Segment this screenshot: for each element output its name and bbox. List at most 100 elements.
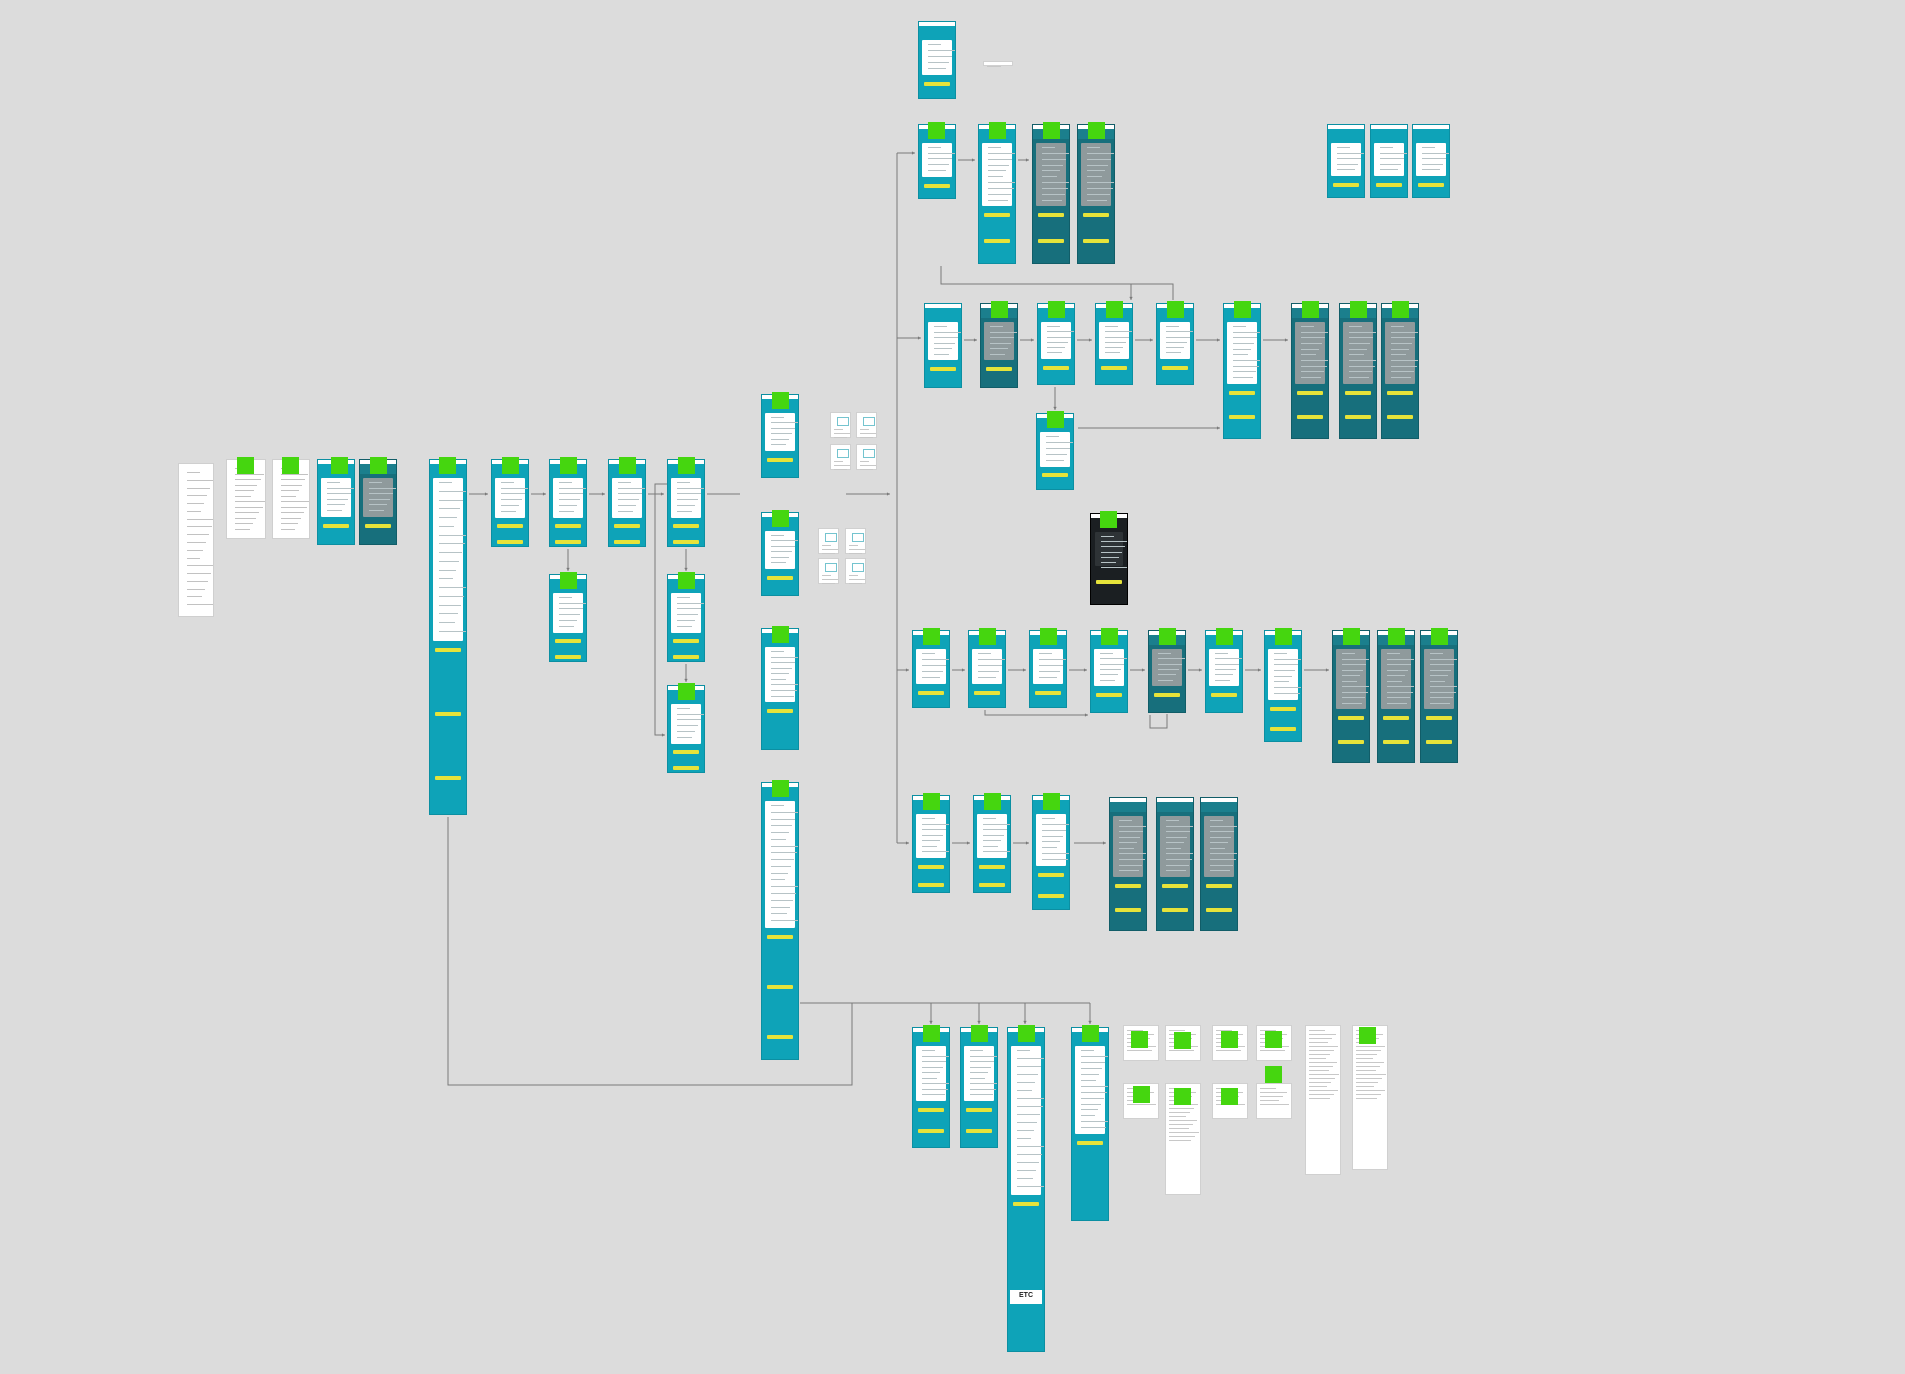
flow-screen-52[interactable] (1200, 797, 1238, 931)
screen-primary-button[interactable] (918, 690, 944, 695)
screen-primary-button[interactable] (555, 655, 581, 660)
screen-primary-button[interactable] (497, 540, 523, 545)
screen-primary-button[interactable] (614, 540, 640, 545)
screen-primary-button[interactable] (930, 367, 956, 372)
screen-primary-button[interactable] (365, 523, 391, 528)
flow-screen-45[interactable] (1377, 630, 1415, 763)
flow-screen-14[interactable] (761, 394, 799, 478)
screen-primary-button[interactable] (1038, 213, 1064, 218)
screen-primary-button[interactable] (918, 1129, 944, 1134)
flow-screen-51[interactable] (1156, 797, 1194, 931)
screen-primary-button[interactable] (767, 575, 793, 580)
flow-screen-22[interactable] (1077, 124, 1115, 264)
screen-primary-button[interactable] (767, 1034, 793, 1039)
screen-primary-button[interactable] (1333, 183, 1359, 188)
screen-primary-button[interactable] (918, 882, 944, 887)
screen-primary-button[interactable] (1211, 693, 1237, 698)
screen-primary-button[interactable] (1077, 1141, 1103, 1146)
screen-primary-button[interactable] (924, 183, 950, 188)
flow-screen-6[interactable] (429, 459, 467, 815)
screen-primary-button[interactable] (1096, 580, 1122, 585)
screen-primary-button[interactable] (555, 540, 581, 545)
screen-primary-button[interactable] (979, 882, 1005, 887)
flow-screen-50[interactable] (1109, 797, 1147, 931)
flow-screen-46[interactable] (1420, 630, 1458, 763)
screen-primary-button[interactable] (497, 524, 523, 529)
screen-primary-button[interactable] (435, 647, 461, 652)
flow-screen-44[interactable] (1332, 630, 1370, 763)
screen-primary-button[interactable] (1270, 726, 1296, 731)
screen-primary-button[interactable] (918, 1107, 944, 1112)
screen-primary-button[interactable] (966, 1129, 992, 1134)
screen-primary-button[interactable] (1229, 415, 1255, 420)
flow-screen-53[interactable] (912, 1027, 950, 1148)
screen-primary-button[interactable] (1426, 716, 1452, 721)
flow-screen-28[interactable] (1037, 303, 1075, 385)
flow-screen-34[interactable] (1381, 303, 1419, 439)
screen-primary-button[interactable] (984, 213, 1010, 218)
screen-primary-button[interactable] (1383, 740, 1409, 745)
screen-primary-button[interactable] (1154, 693, 1180, 698)
flow-screen-56[interactable] (1071, 1027, 1109, 1221)
screen-primary-button[interactable] (986, 367, 1012, 372)
screen-primary-button[interactable] (1387, 415, 1413, 420)
screen-primary-button[interactable] (966, 1107, 992, 1112)
screen-primary-button[interactable] (1338, 716, 1364, 721)
flow-screen-26[interactable] (924, 303, 962, 388)
screen-primary-button[interactable] (1101, 365, 1127, 370)
screen-primary-button[interactable] (1162, 907, 1188, 912)
screen-primary-button[interactable] (555, 524, 581, 529)
flow-screen-54[interactable] (960, 1027, 998, 1148)
screen-primary-button[interactable] (1383, 716, 1409, 721)
screen-primary-button[interactable] (1229, 390, 1255, 395)
screen-primary-button[interactable] (767, 457, 793, 462)
screen-primary-button[interactable] (1083, 213, 1109, 218)
screen-primary-button[interactable] (323, 523, 349, 528)
screen-primary-button[interactable] (1162, 365, 1188, 370)
flow-screen-33[interactable] (1339, 303, 1377, 439)
screen-primary-button[interactable] (918, 865, 944, 870)
flow-screen-1[interactable] (178, 463, 214, 617)
screen-primary-button[interactable] (1038, 238, 1064, 243)
flow-screen-24[interactable] (1370, 124, 1408, 198)
screen-primary-button[interactable] (673, 750, 699, 755)
screen-primary-button[interactable] (673, 540, 699, 545)
flow-screen-43[interactable] (1264, 630, 1302, 742)
flow-screen-23[interactable] (1327, 124, 1365, 198)
screen-primary-button[interactable] (1206, 907, 1232, 912)
screen-primary-button[interactable] (435, 775, 461, 780)
screen-primary-button[interactable] (1038, 893, 1064, 898)
screen-primary-button[interactable] (1035, 690, 1061, 695)
screen-primary-button[interactable] (435, 711, 461, 716)
screen-primary-button[interactable] (1418, 183, 1444, 188)
screen-primary-button[interactable] (1042, 473, 1068, 478)
screen-primary-button[interactable] (1270, 706, 1296, 711)
flow-screen-18[interactable] (918, 21, 956, 99)
flow-screen-17[interactable] (761, 782, 799, 1060)
screen-primary-button[interactable] (1345, 390, 1371, 395)
screen-primary-button[interactable] (673, 524, 699, 529)
screen-primary-button[interactable] (1043, 365, 1069, 370)
flow-screen-31[interactable] (1223, 303, 1261, 439)
flow-screen-3[interactable] (272, 459, 310, 539)
screen-primary-button[interactable] (924, 81, 950, 86)
screen-primary-button[interactable] (1096, 693, 1122, 698)
flow-screen-25[interactable] (1412, 124, 1450, 198)
screen-primary-button[interactable] (1345, 415, 1371, 420)
screen-primary-button[interactable] (614, 524, 640, 529)
flow-screen-8[interactable] (549, 459, 587, 547)
flow-screen-32[interactable] (1291, 303, 1329, 439)
screen-primary-button[interactable] (984, 238, 1010, 243)
screen-primary-button[interactable] (767, 709, 793, 714)
screen-primary-button[interactable] (974, 690, 1000, 695)
screen-primary-button[interactable] (555, 639, 581, 644)
screen-primary-button[interactable] (1115, 907, 1141, 912)
screen-primary-button[interactable] (767, 934, 793, 939)
screen-primary-button[interactable] (979, 865, 1005, 870)
screen-primary-button[interactable] (1376, 183, 1402, 188)
flow-screen-21[interactable] (1032, 124, 1070, 264)
screen-primary-button[interactable] (1297, 390, 1323, 395)
screen-primary-button[interactable] (1115, 883, 1141, 888)
screen-primary-button[interactable] (1426, 740, 1452, 745)
screen-primary-button[interactable] (673, 639, 699, 644)
